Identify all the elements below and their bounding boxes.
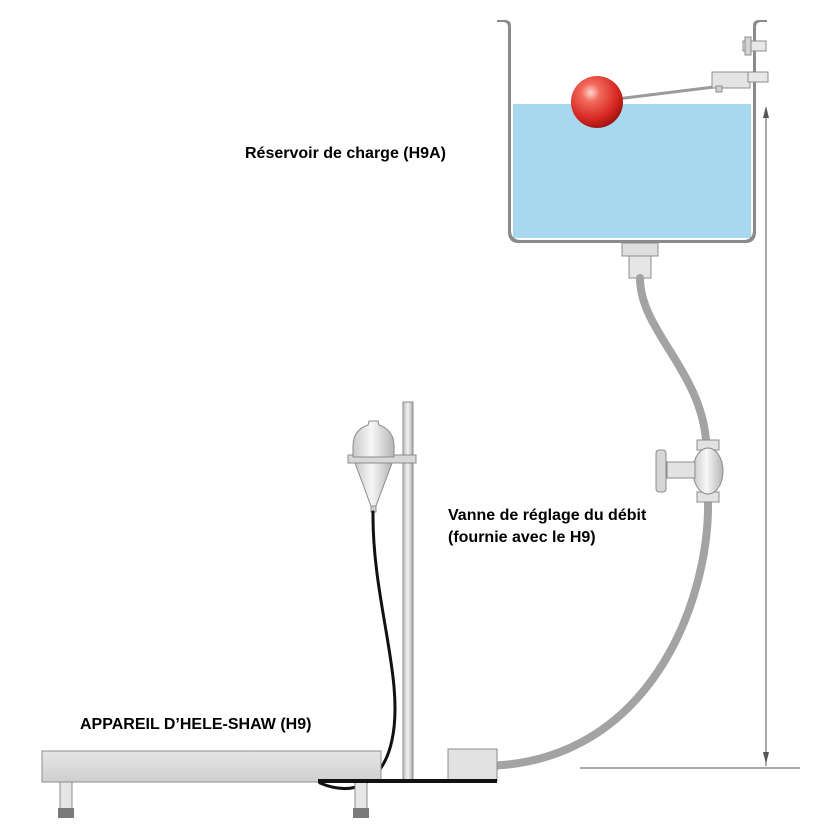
valve-label-line2: (fournie avec le H9) (448, 529, 596, 546)
reservoir-label: Réservoir de charge (H9A) (245, 145, 446, 162)
drain-tube (318, 510, 397, 790)
height-dimension (580, 106, 800, 769)
float-assembly (571, 36, 769, 128)
tank-water (513, 104, 751, 238)
supply-tube (479, 274, 713, 770)
header-tank (497, 20, 767, 279)
apparatus-label: APPAREIL D’HELE-SHAW (H9) (80, 716, 312, 733)
hele-shaw-apparatus (41, 748, 498, 818)
valve-label-line1: Vanne de réglage du débit (448, 507, 647, 524)
apparatus-leg-right (354, 781, 368, 811)
inlet-pipe-bottom (747, 71, 769, 83)
inlet-pipe-top (742, 40, 767, 52)
valve-icon (655, 439, 724, 503)
inlet-block (447, 748, 498, 782)
funnel-icon (352, 420, 395, 513)
tank-outlet-flange (621, 242, 659, 257)
apparatus-leg-left (59, 781, 73, 811)
float-ball-icon (571, 76, 623, 128)
apparatus-bed (41, 750, 382, 783)
retort-stand (347, 401, 417, 781)
